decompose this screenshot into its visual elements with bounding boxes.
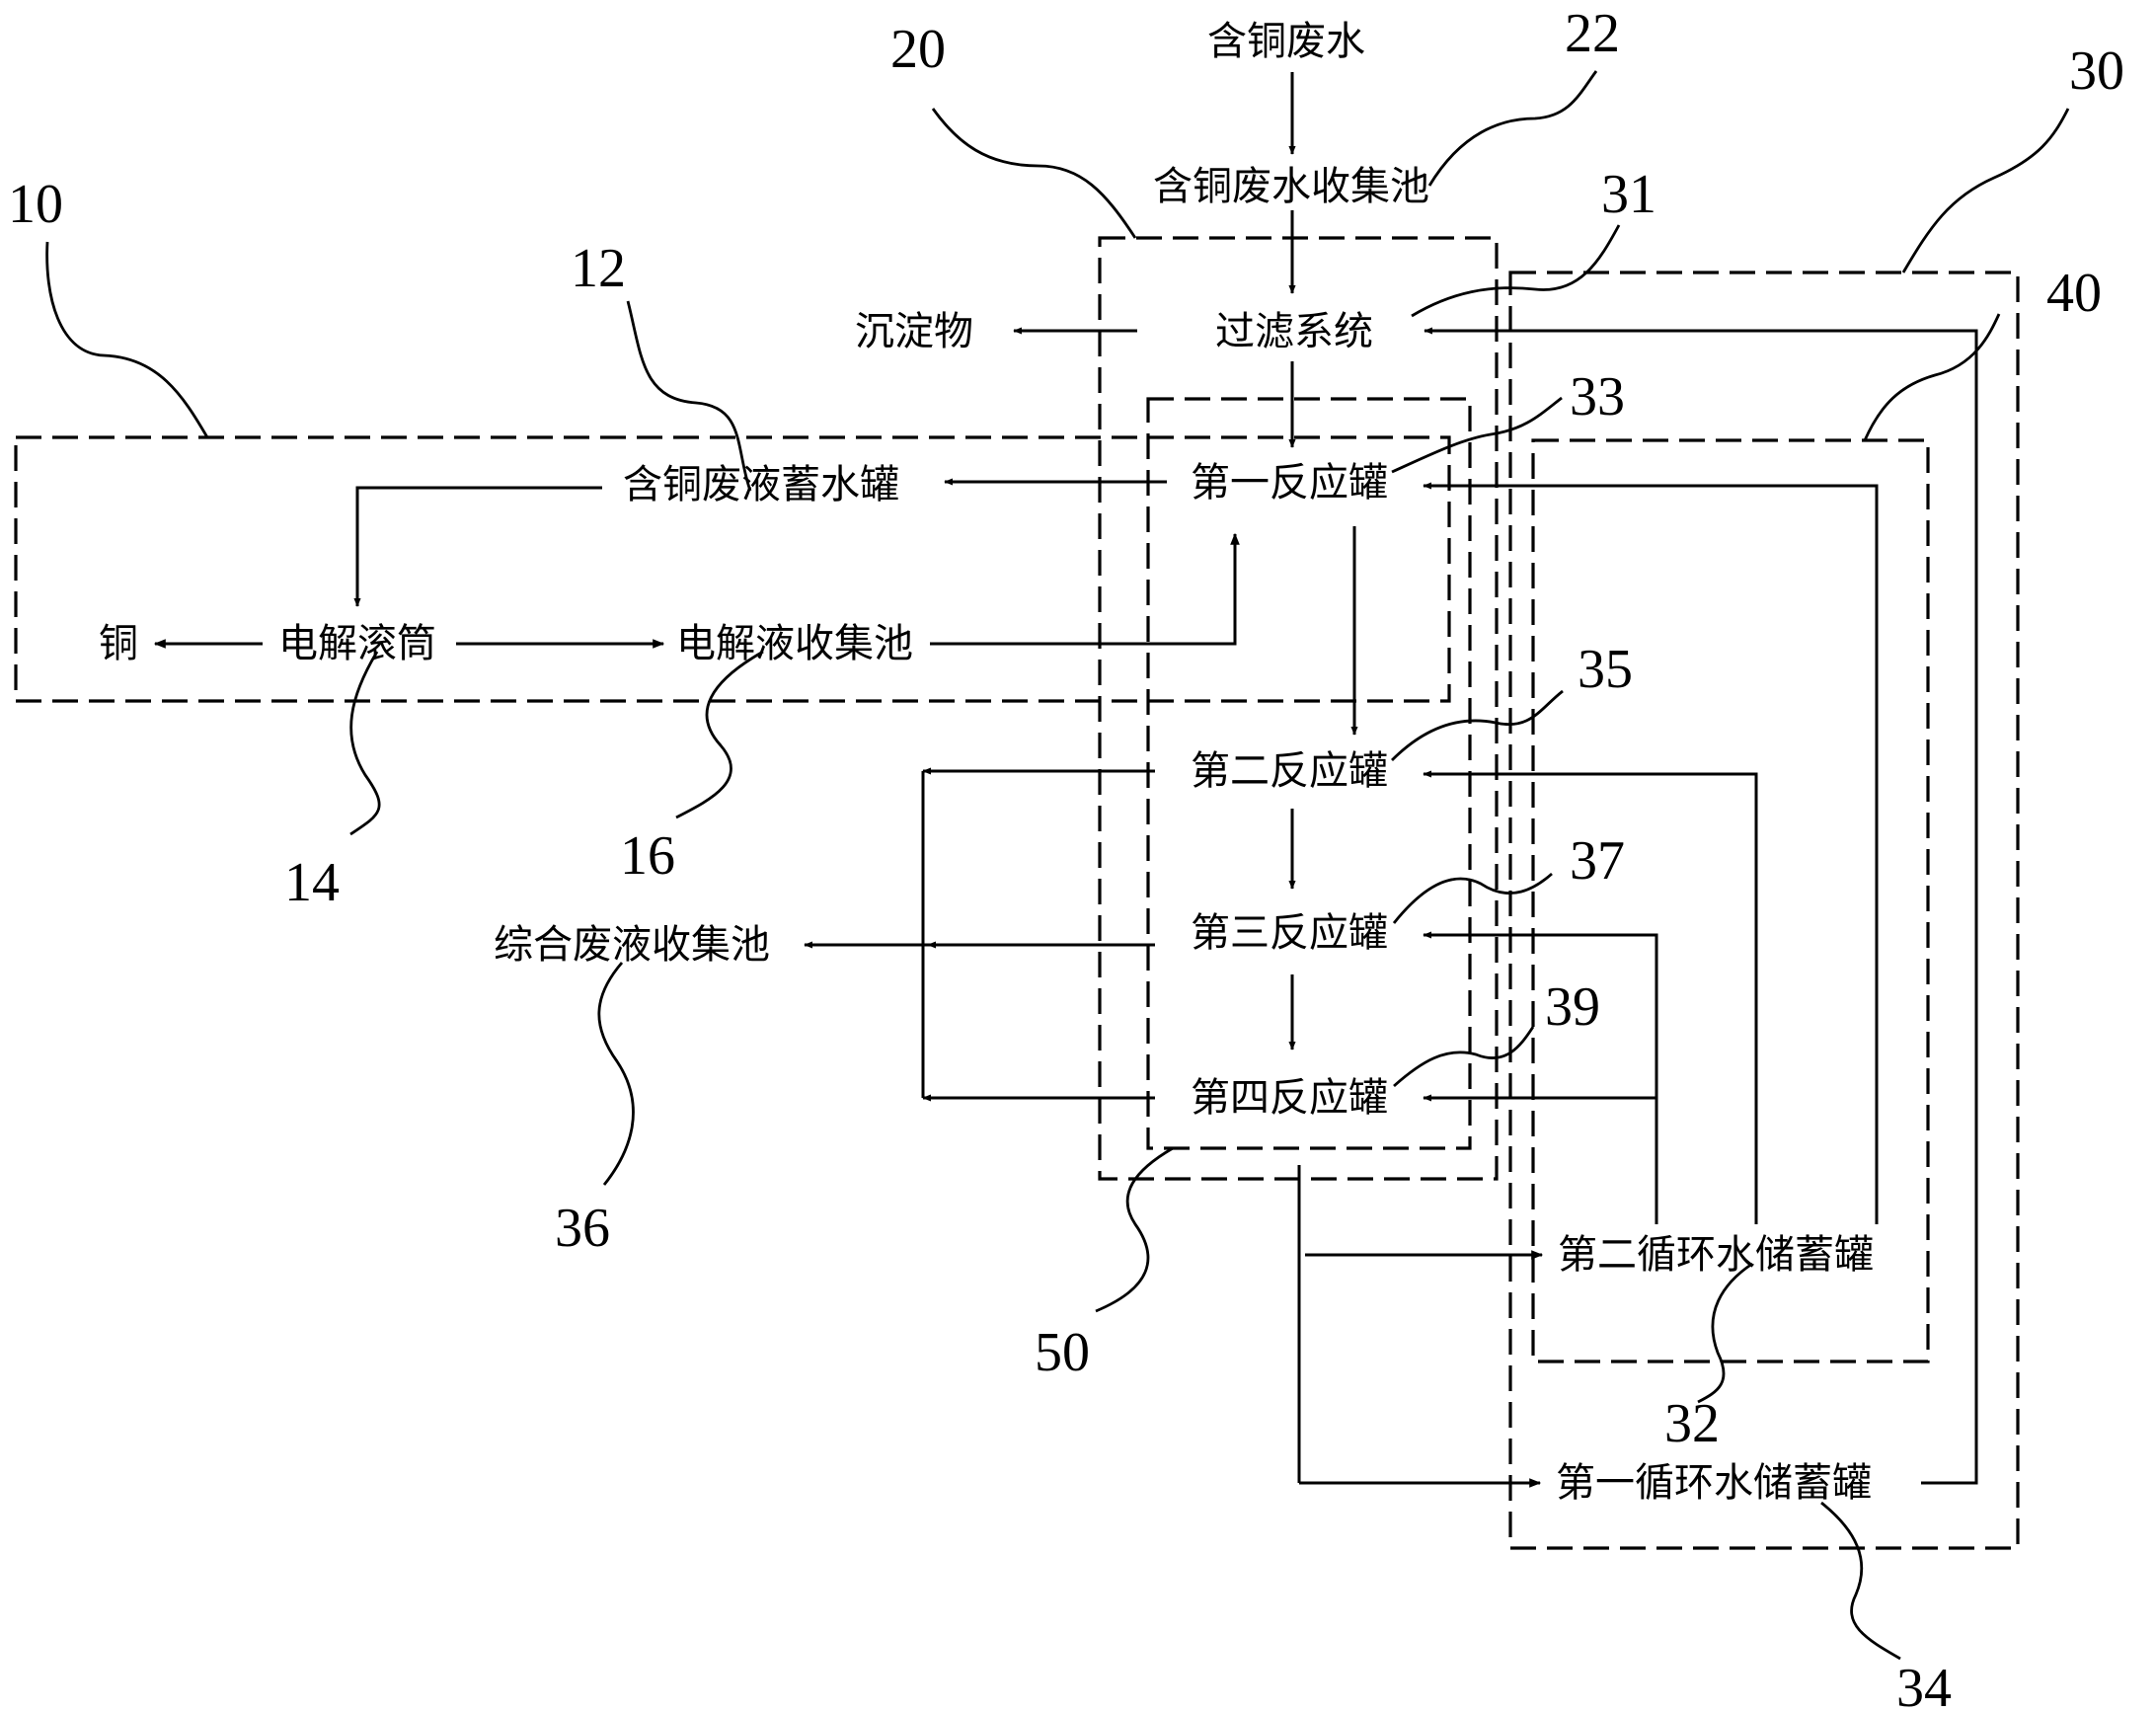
label-electrolyte-pool: 电解液收集池 — [676, 621, 913, 666]
ref-30: 30 — [2069, 40, 2124, 102]
ref-37: 37 — [1570, 830, 1625, 892]
leader-39 — [1393, 1026, 1535, 1088]
return-to-reactor2 — [1423, 770, 1758, 1224]
ref-10: 10 — [8, 174, 63, 235]
ref-31: 31 — [1601, 164, 1656, 225]
arrow-storage-to-drum — [353, 486, 602, 607]
return-to-reactor1 — [1423, 482, 1879, 1224]
leader-31 — [1411, 224, 1621, 318]
leader-36 — [597, 962, 635, 1186]
label-sediment: 沉淀物 — [855, 309, 973, 354]
leader-22 — [1427, 70, 1598, 187]
label-copper: 铜 — [99, 621, 138, 666]
ref-39: 39 — [1545, 976, 1600, 1038]
leader-20 — [931, 108, 1137, 239]
arrow-electrolyte-to-reactor1 — [930, 532, 1240, 646]
leader-32 — [1697, 1262, 1753, 1404]
return-to-filter — [1424, 327, 1978, 1485]
leader-34 — [1820, 1501, 1901, 1661]
ref-14: 14 — [284, 852, 340, 913]
leader-16 — [675, 650, 764, 819]
label-reactor-4: 第四反应罐 — [1191, 1075, 1388, 1121]
boundary-box-20 — [1098, 236, 1499, 1181]
ref-34: 34 — [1896, 1658, 1952, 1712]
leader-30 — [1901, 108, 2070, 273]
label-storage-tank: 含铜废液蓄水罐 — [623, 462, 899, 507]
leader-35 — [1391, 689, 1564, 761]
leader-50 — [1095, 1146, 1174, 1313]
label-reactor-2: 第二反应罐 — [1191, 748, 1388, 794]
ref-33: 33 — [1570, 366, 1625, 428]
label-composite-pool: 综合废液收集池 — [494, 922, 770, 968]
ref-35: 35 — [1578, 639, 1633, 700]
ref-20: 20 — [890, 19, 946, 80]
label-wastewater: 含铜废水 — [1207, 19, 1365, 64]
leader-10 — [45, 241, 209, 438]
leader-14 — [349, 651, 381, 836]
label-electrolytic-drum: 电解滚筒 — [278, 621, 436, 666]
ref-36: 36 — [555, 1198, 610, 1259]
boundary-box-40 — [1531, 438, 1930, 1363]
boundary-box-10 — [14, 435, 1451, 703]
label-circ-tank-2: 第二循环水储蓄罐 — [1558, 1232, 1874, 1278]
label-reactor-3: 第三反应罐 — [1191, 910, 1388, 956]
ref-32: 32 — [1664, 1393, 1720, 1454]
leader-40 — [1863, 313, 2001, 441]
ref-22: 22 — [1565, 3, 1620, 64]
leader-37 — [1392, 872, 1553, 924]
label-reactor-1: 第一反应罐 — [1191, 460, 1388, 506]
ref-40: 40 — [2046, 263, 2102, 324]
ref-16: 16 — [620, 825, 675, 887]
leader-33 — [1391, 396, 1563, 474]
label-filter-system: 过滤系统 — [1215, 309, 1373, 354]
leader-12 — [626, 300, 752, 492]
label-collection-pool: 含铜废水收集池 — [1153, 164, 1429, 209]
return-to-reactor3 — [1423, 931, 1658, 1224]
boundary-box-30 — [1508, 271, 2020, 1550]
label-circ-tank-1: 第一循环水储蓄罐 — [1556, 1460, 1872, 1506]
ref-12: 12 — [571, 238, 626, 299]
ref-50: 50 — [1035, 1322, 1090, 1383]
